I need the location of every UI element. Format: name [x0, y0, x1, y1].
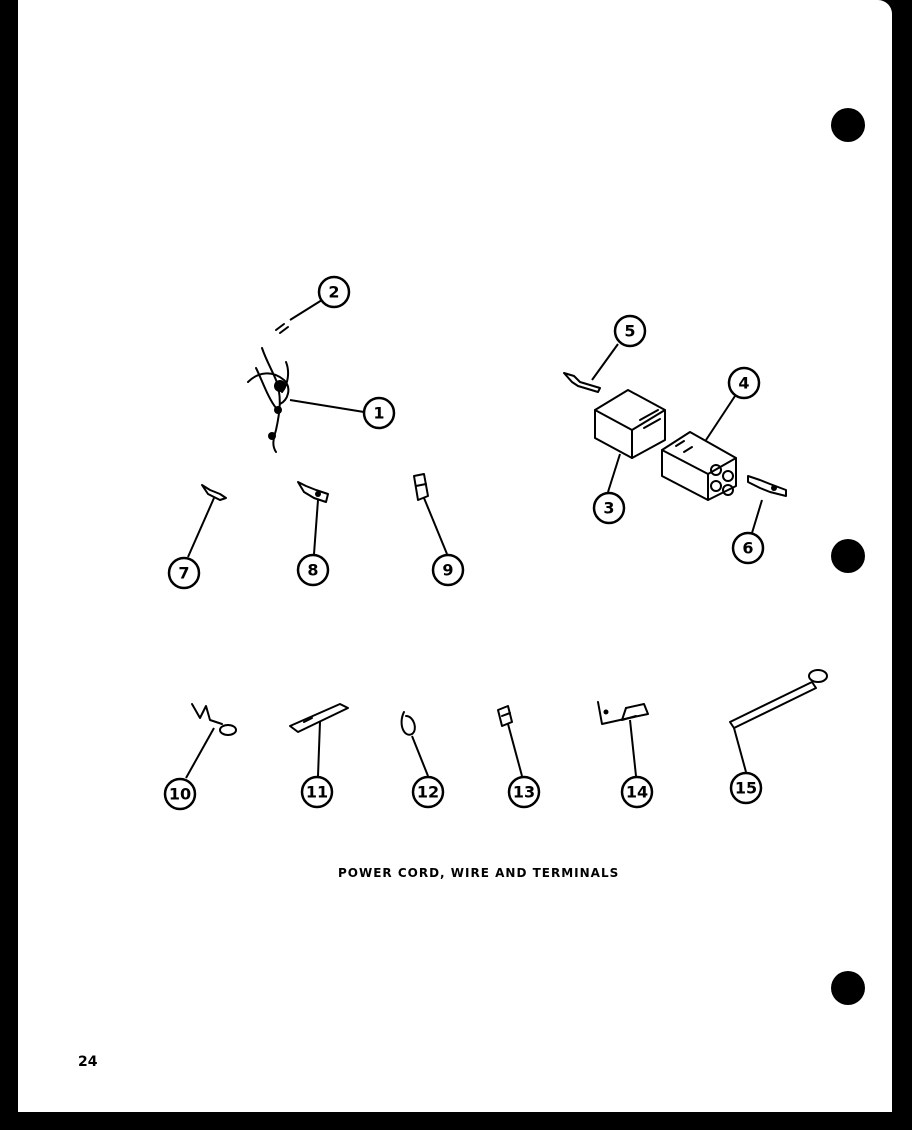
part-ring-terminal	[191, 703, 237, 736]
svg-text:7: 7	[178, 564, 189, 583]
binder-hole-middle	[831, 539, 865, 573]
callout-9: 9	[431, 553, 465, 587]
part-spade-terminal	[289, 703, 349, 733]
part-connector-housing-female	[661, 431, 737, 501]
leader-lines	[185, 299, 763, 779]
binder-hole-bottom	[831, 971, 865, 1005]
part-terminal-13	[497, 705, 513, 727]
page-number: 24	[78, 1054, 98, 1070]
callout-12: 12	[411, 775, 445, 809]
callout-2: 2	[317, 275, 351, 309]
part-wire-nut	[275, 323, 289, 334]
callout-8: 8	[296, 553, 330, 587]
svg-text:14: 14	[626, 783, 648, 802]
callout-6: 6	[731, 531, 765, 565]
svg-text:15: 15	[735, 779, 757, 798]
part-terminal-9	[413, 473, 429, 501]
svg-text:9: 9	[442, 561, 453, 580]
svg-text:5: 5	[624, 322, 635, 341]
svg-text:3: 3	[603, 499, 614, 518]
svg-text:11: 11	[306, 783, 328, 802]
svg-text:2: 2	[328, 283, 339, 302]
diagram-caption: POWER CORD, WIRE AND TERMINALS	[338, 866, 620, 880]
part-terminal-8	[297, 481, 329, 503]
part-terminal-7	[201, 484, 227, 501]
part-power-cord	[247, 347, 290, 453]
callout-5: 5	[613, 314, 647, 348]
part-bracket-terminal	[597, 701, 649, 725]
page-bottom-edge	[18, 1112, 892, 1116]
svg-text:6: 6	[742, 539, 753, 558]
svg-text:1: 1	[373, 404, 384, 423]
binder-hole-top	[831, 108, 865, 142]
part-terminal-pin	[563, 372, 601, 393]
callout-7: 7	[167, 556, 201, 590]
part-terminal-socket	[747, 475, 787, 497]
callout-14: 14	[620, 775, 654, 809]
svg-text:10: 10	[169, 785, 191, 804]
callout-1: 1	[362, 396, 396, 430]
callout-10: 10	[163, 777, 197, 811]
callout-3: 3	[592, 491, 626, 525]
callout-4: 4	[727, 366, 761, 400]
part-connector-housing-male	[594, 389, 666, 459]
callout-13: 13	[507, 775, 541, 809]
part-cable-tie	[729, 669, 828, 729]
svg-text:8: 8	[307, 561, 318, 580]
svg-text:13: 13	[513, 783, 535, 802]
svg-text:4: 4	[738, 374, 749, 393]
callout-11: 11	[300, 775, 334, 809]
svg-text:12: 12	[417, 783, 439, 802]
part-wire-clip	[400, 711, 416, 736]
callout-15: 15	[729, 771, 763, 805]
